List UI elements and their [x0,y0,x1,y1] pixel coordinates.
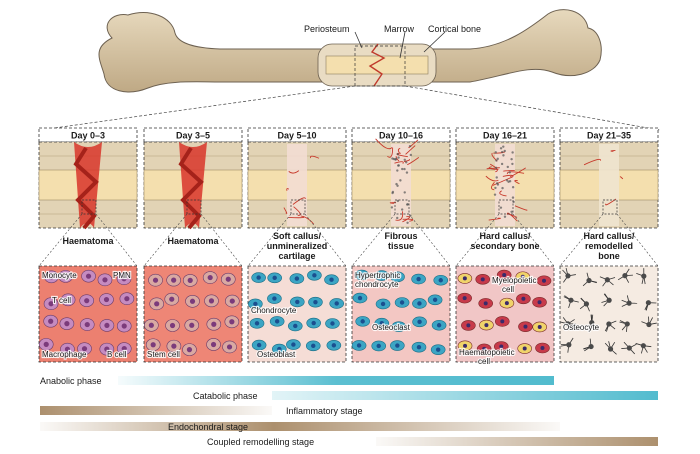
bone-section [38,141,138,230]
stage-title: bone [598,251,620,261]
marrow-canal [325,55,429,75]
cell-label: PMN [113,271,131,280]
stage-title: secondary bone [470,241,539,251]
cell-label: chondrocyte [355,280,399,289]
stage-title: Soft callus/ [273,231,322,241]
periosteum-label: Periosteum [304,24,350,34]
stage-title: Haematoma [167,236,219,246]
stage-title: Hard callus/ [583,231,635,241]
endochondral-stage-bar [40,422,560,431]
cell-label: Hypertrophic [355,271,400,280]
stage-title: cartilage [278,251,315,261]
inflammatory-stage-bar [40,406,272,415]
coupled-remodelling-stage-bar [376,437,658,446]
stage-title: Haematoma [62,236,114,246]
cell-label: Monocyte [42,271,77,280]
stage-title: Fibrous [385,231,418,241]
coupled-remodelling-stage-label: Coupled remodelling stage [207,437,314,447]
focus-box [354,45,406,87]
bone-section [143,141,243,230]
cell-label: cell [502,285,514,294]
catabolic-phase-bar [272,391,658,400]
cell-label: Stem cell [147,350,180,359]
cell-label: cell [478,357,490,366]
cell-tissue-box [351,265,451,363]
day-label: Day 10–16 [379,131,423,141]
catabolic-phase-label: Catabolic phase [193,391,258,401]
anabolic-phase-label: Anabolic phase [40,376,102,386]
cell-label: Myelopoietic [492,276,536,285]
endochondral-stage-label: Endochondral stage [168,422,248,432]
cell-tissue-box [143,265,243,363]
cell-label: Osteoblast [257,350,296,359]
inflammatory-stage-label: Inflammatory stage [286,406,363,416]
bone-section [559,141,659,229]
anabolic-phase-bar [118,376,554,385]
stage-title: unmineralized [267,241,328,251]
day-label: Day 0–3 [71,131,105,141]
stage-title: tissue [388,241,414,251]
cell-label: B cell [107,350,127,359]
cell-tissue-box [38,265,138,363]
cell-label: Macrophage [42,350,87,359]
day-label: Day 5–10 [277,131,316,141]
phase-bars: Anabolic phase Catabolic phase Inflammat… [40,376,658,447]
cell-label: Osteoclast [372,323,411,332]
cortical-bone-label: Cortical bone [428,24,481,34]
bone-section [455,141,555,229]
day-label: Day 3–5 [176,131,210,141]
bone-section [351,138,451,229]
marrow-label: Marrow [384,24,415,34]
stage-panel: Day 10–16FibroustissueHypertrophicchondr… [351,127,451,363]
cell-tissue-box [455,265,555,363]
day-label: Day 21–35 [587,131,631,141]
day-label: Day 16–21 [483,131,527,141]
cell-label: T cell [52,296,71,305]
cell-tissue-box [247,265,347,363]
cell-label: Haematopoietic [459,348,515,357]
cell-label: Osteocyte [563,323,600,332]
bone-section [247,141,347,229]
stage-title: Hard callus/ [479,231,531,241]
femur-illustration: Periosteum Marrow Cortical bone [98,9,602,93]
fracture-line [368,43,386,87]
cell-tissue-box [559,265,659,363]
stage-title: remodelled [585,241,633,251]
cell-label: Chondrocyte [251,306,297,315]
